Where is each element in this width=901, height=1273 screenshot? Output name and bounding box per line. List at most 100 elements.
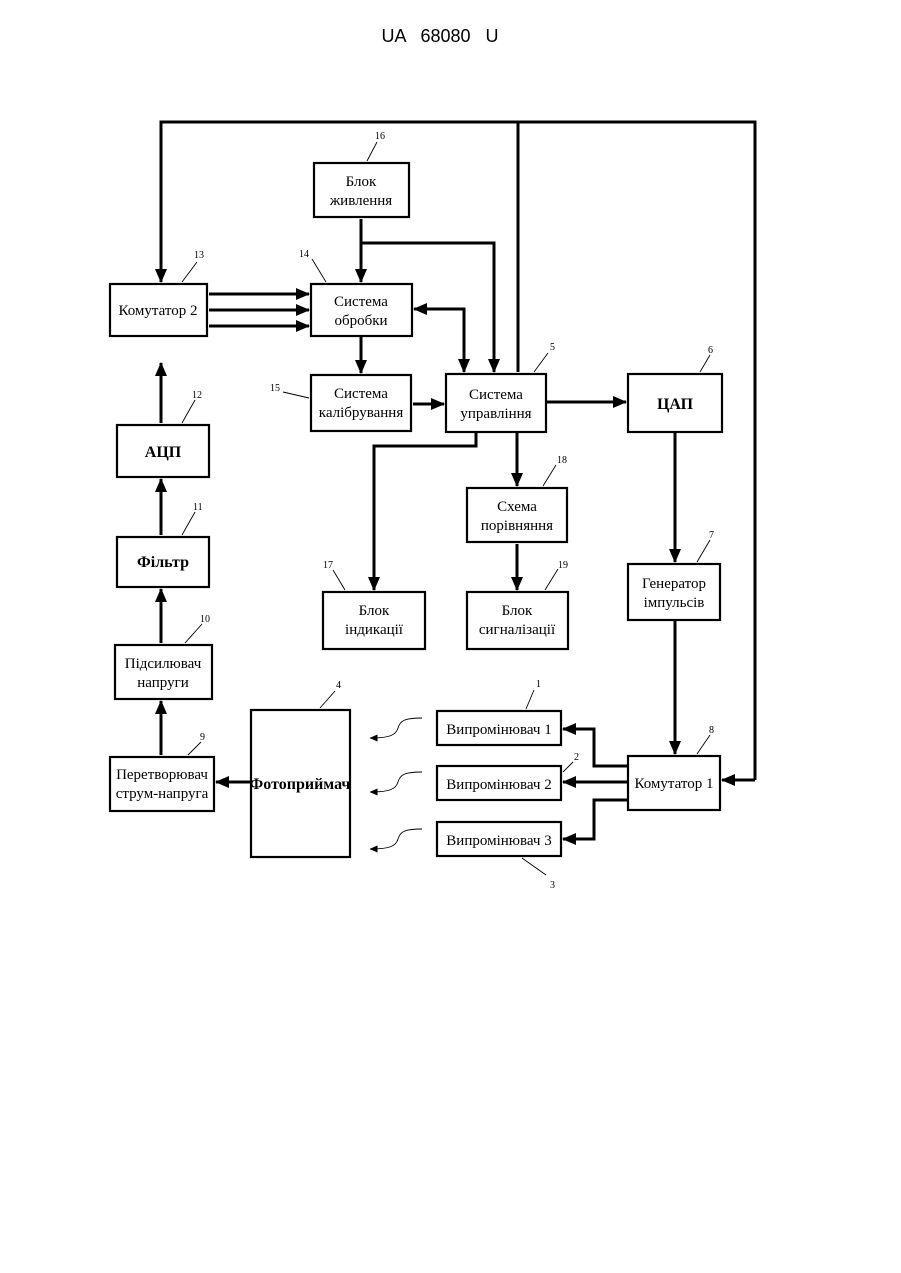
label-comparison-1: Схема bbox=[497, 499, 537, 515]
block-power-supply: Блок живлення bbox=[314, 163, 409, 217]
radiation-wave-3 bbox=[370, 829, 422, 849]
radiation-wave-2 bbox=[370, 772, 422, 792]
ref-number-14: 14 bbox=[299, 249, 309, 260]
label-control-system-1: Система bbox=[469, 387, 523, 403]
label-control-system-2: управління bbox=[460, 406, 531, 422]
ref-4: 4 bbox=[320, 680, 341, 708]
ref-number-11: 11 bbox=[193, 502, 203, 513]
ref-number-5: 5 bbox=[550, 342, 555, 353]
arrow-commutator1-to-emitter3 bbox=[563, 800, 628, 839]
ref-number-2: 2 bbox=[574, 752, 579, 763]
radiation-wave-1 bbox=[370, 718, 422, 738]
block-processing-system: Система обробки bbox=[311, 284, 412, 336]
label-signalling-1: Блок bbox=[502, 603, 533, 619]
ref-6: 6 bbox=[700, 345, 713, 372]
block-filter: Фільтр bbox=[117, 537, 209, 587]
label-pulse-generator-2: імпульсів bbox=[644, 595, 705, 611]
label-photoreceiver: Фотоприймач bbox=[250, 776, 351, 793]
block-current-voltage-converter: Перетворювач струм-напруга bbox=[110, 757, 214, 811]
block-control-system: Система управління bbox=[446, 374, 546, 432]
block-emitter-1: Випромінювач 1 bbox=[437, 711, 561, 745]
label-processing-2: обробки bbox=[334, 313, 387, 329]
block-comparison-circuit: Схема порівняння bbox=[467, 488, 567, 542]
block-photoreceiver: Фотоприймач bbox=[250, 710, 351, 857]
label-commutator-2: Комутатор 2 bbox=[118, 303, 197, 319]
ref-number-3: 3 bbox=[550, 880, 555, 891]
ref-number-18: 18 bbox=[557, 455, 567, 466]
label-comparison-2: порівняння bbox=[481, 518, 553, 534]
svg-text:Комутатор 1: Комутатор 1 bbox=[634, 776, 713, 792]
svg-text:Випромінювач 1: Випромінювач 1 bbox=[446, 722, 551, 738]
ref-number-8: 8 bbox=[709, 725, 714, 736]
svg-text:Фільтр: Фільтр bbox=[137, 554, 189, 571]
block-voltage-amplifier: Підсилювач напруги bbox=[115, 645, 212, 699]
label-filter: Фільтр bbox=[137, 554, 189, 571]
arrow-commutator1-to-emitter1 bbox=[563, 729, 628, 766]
ref-14: 14 bbox=[299, 249, 326, 282]
label-amplifier-1: Підсилювач bbox=[125, 656, 202, 672]
label-emitter-1: Випромінювач 1 bbox=[446, 722, 551, 738]
block-signalling: Блок сигналізації bbox=[467, 592, 568, 649]
patent-number: UA 68080 U bbox=[381, 26, 498, 46]
label-amplifier-2: напруги bbox=[137, 675, 189, 691]
svg-text:Комутатор 2: Комутатор 2 bbox=[118, 303, 197, 319]
ref-number-7: 7 bbox=[709, 530, 714, 541]
svg-text:Фотоприймач: Фотоприймач bbox=[250, 776, 351, 793]
ref-number-19: 19 bbox=[558, 560, 568, 571]
svg-text:Випромінювач 3: Випромінювач 3 bbox=[446, 833, 551, 849]
label-calibration-2: калібрування bbox=[319, 405, 404, 421]
block-pulse-generator: Генератор імпульсів bbox=[628, 564, 720, 620]
label-emitter-3: Випромінювач 3 bbox=[446, 833, 551, 849]
ref-9: 9 bbox=[188, 732, 205, 755]
ref-8: 8 bbox=[697, 725, 714, 754]
label-power-2: живлення bbox=[329, 193, 392, 209]
ref-19: 19 bbox=[545, 560, 568, 590]
label-commutator-1: Комутатор 1 bbox=[634, 776, 713, 792]
svg-text:АЦП: АЦП bbox=[145, 444, 182, 461]
ref-5: 5 bbox=[534, 342, 555, 372]
block-adc: АЦП bbox=[117, 425, 209, 477]
label-dac: ЦАП bbox=[657, 396, 694, 413]
ref-number-13: 13 bbox=[194, 250, 204, 261]
block-indication: Блокіндикації bbox=[323, 592, 425, 649]
arrow-processing-control-bidirectional bbox=[414, 309, 464, 372]
ref-number-4: 4 bbox=[336, 680, 341, 691]
block-commutator-2: Комутатор 2 bbox=[110, 284, 207, 336]
ref-15: 15 bbox=[270, 383, 309, 398]
ref-17: 17 bbox=[323, 560, 345, 590]
ref-number-15: 15 bbox=[270, 383, 280, 394]
ref-number-6: 6 bbox=[708, 345, 713, 356]
label-indication-2: індикації bbox=[345, 622, 404, 638]
ref-number-17: 17 bbox=[323, 560, 333, 571]
block-dac: ЦАП bbox=[628, 374, 722, 432]
label-processing-1: Система bbox=[334, 294, 388, 310]
ref-1: 1 bbox=[526, 679, 541, 709]
label-pulse-generator-1: Генератор bbox=[642, 576, 706, 592]
block-emitter-2: Випромінювач 2 bbox=[437, 766, 561, 800]
label-signalling-2: сигналізації bbox=[479, 622, 556, 638]
ref-number-10: 10 bbox=[200, 614, 210, 625]
ref-3: 3 bbox=[522, 858, 555, 891]
ref-12: 12 bbox=[182, 390, 202, 423]
ref-16: 16 bbox=[367, 131, 385, 161]
svg-text:ЦАП: ЦАП bbox=[657, 396, 694, 413]
ref-2: 2 bbox=[563, 752, 579, 772]
ref-11: 11 bbox=[182, 502, 203, 535]
arrow-control-to-indication bbox=[374, 433, 476, 590]
svg-text:Випромінювач 2: Випромінювач 2 bbox=[446, 777, 551, 793]
label-power-1: Блок bbox=[346, 174, 377, 190]
label-emitter-2: Випромінювач 2 bbox=[446, 777, 551, 793]
ref-number-16: 16 bbox=[375, 131, 385, 142]
label-calibration-1: Система bbox=[334, 386, 388, 402]
ref-number-9: 9 bbox=[200, 732, 205, 743]
ref-13: 13 bbox=[182, 250, 204, 282]
block-emitter-3: Випромінювач 3 bbox=[437, 822, 561, 856]
ref-7: 7 bbox=[697, 530, 714, 562]
ref-number-1: 1 bbox=[536, 679, 541, 690]
ref-number-12: 12 bbox=[192, 390, 202, 401]
label-converter-1: Перетворювач bbox=[116, 767, 208, 783]
ref-18: 18 bbox=[543, 455, 567, 486]
label-adc: АЦП bbox=[145, 444, 182, 461]
label-converter-2: струм-напруга bbox=[116, 786, 209, 802]
